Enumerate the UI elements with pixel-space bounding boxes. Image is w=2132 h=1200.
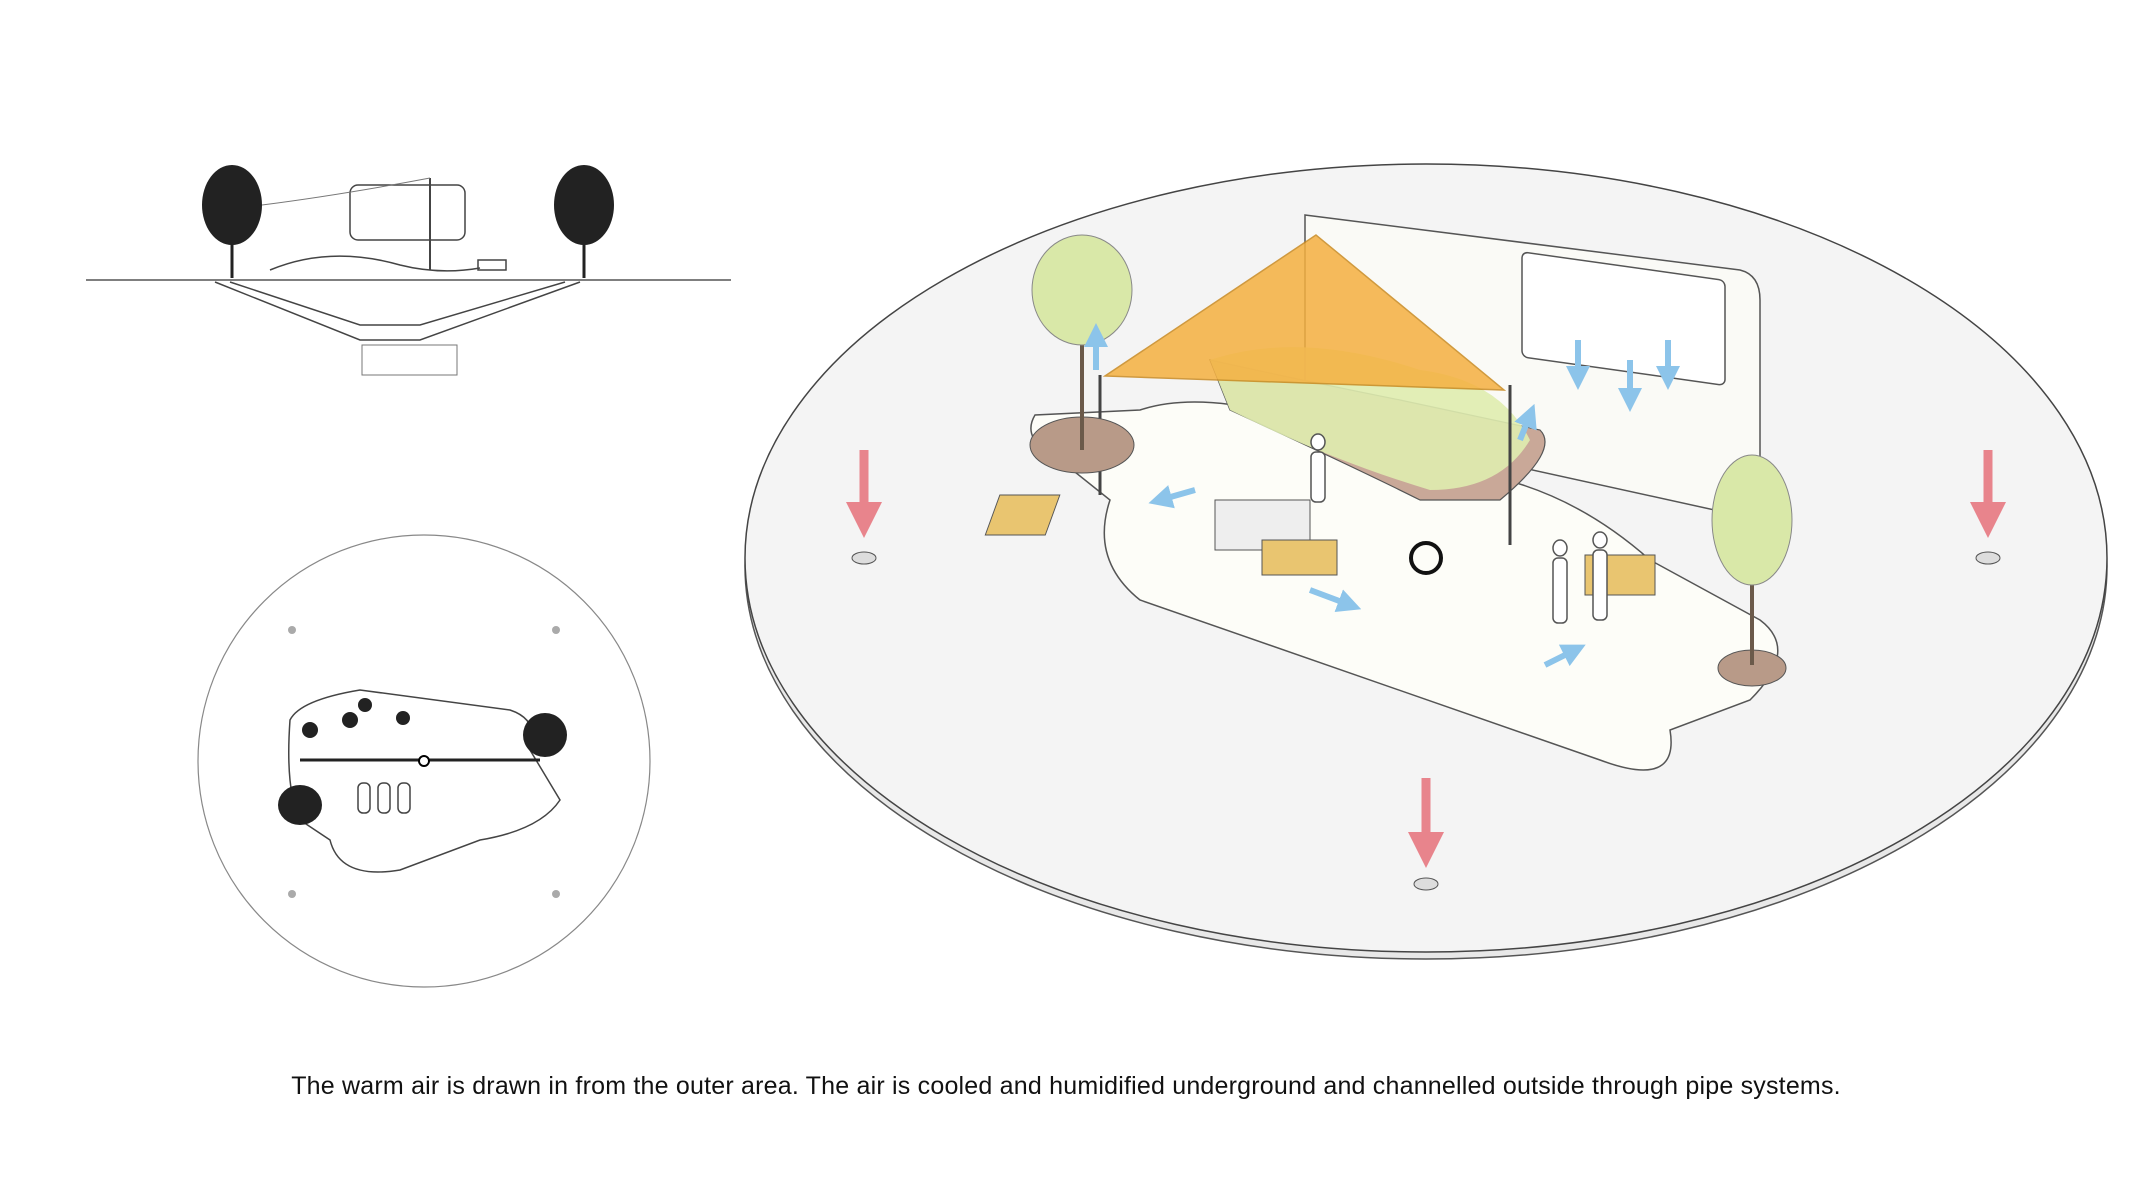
vent-icon: [851, 551, 877, 565]
central-vent: [1409, 541, 1443, 575]
display-panel: [1521, 251, 1726, 386]
people: [1310, 433, 1608, 624]
bench-icon: [984, 494, 1061, 536]
section-drawing: [86, 165, 731, 376]
tree-icon: [202, 165, 262, 278]
vent-icon: [1975, 551, 2001, 565]
vent-icon: [1413, 877, 1439, 891]
plan-drawing: [197, 534, 651, 988]
bench-icon: [477, 259, 507, 271]
cool-air-arrows: [1084, 323, 1680, 668]
tree-icon: [1711, 454, 1793, 687]
warm-air-arrows: [846, 450, 2006, 868]
caption: The warm air is drawn in from the outer …: [291, 1072, 1841, 1100]
shade-canopy: [1102, 234, 1507, 391]
tree-icon: [1029, 234, 1135, 474]
tree-icon: [554, 165, 614, 278]
axonometric-view: [744, 163, 2108, 960]
bench-icon: [1261, 539, 1338, 576]
